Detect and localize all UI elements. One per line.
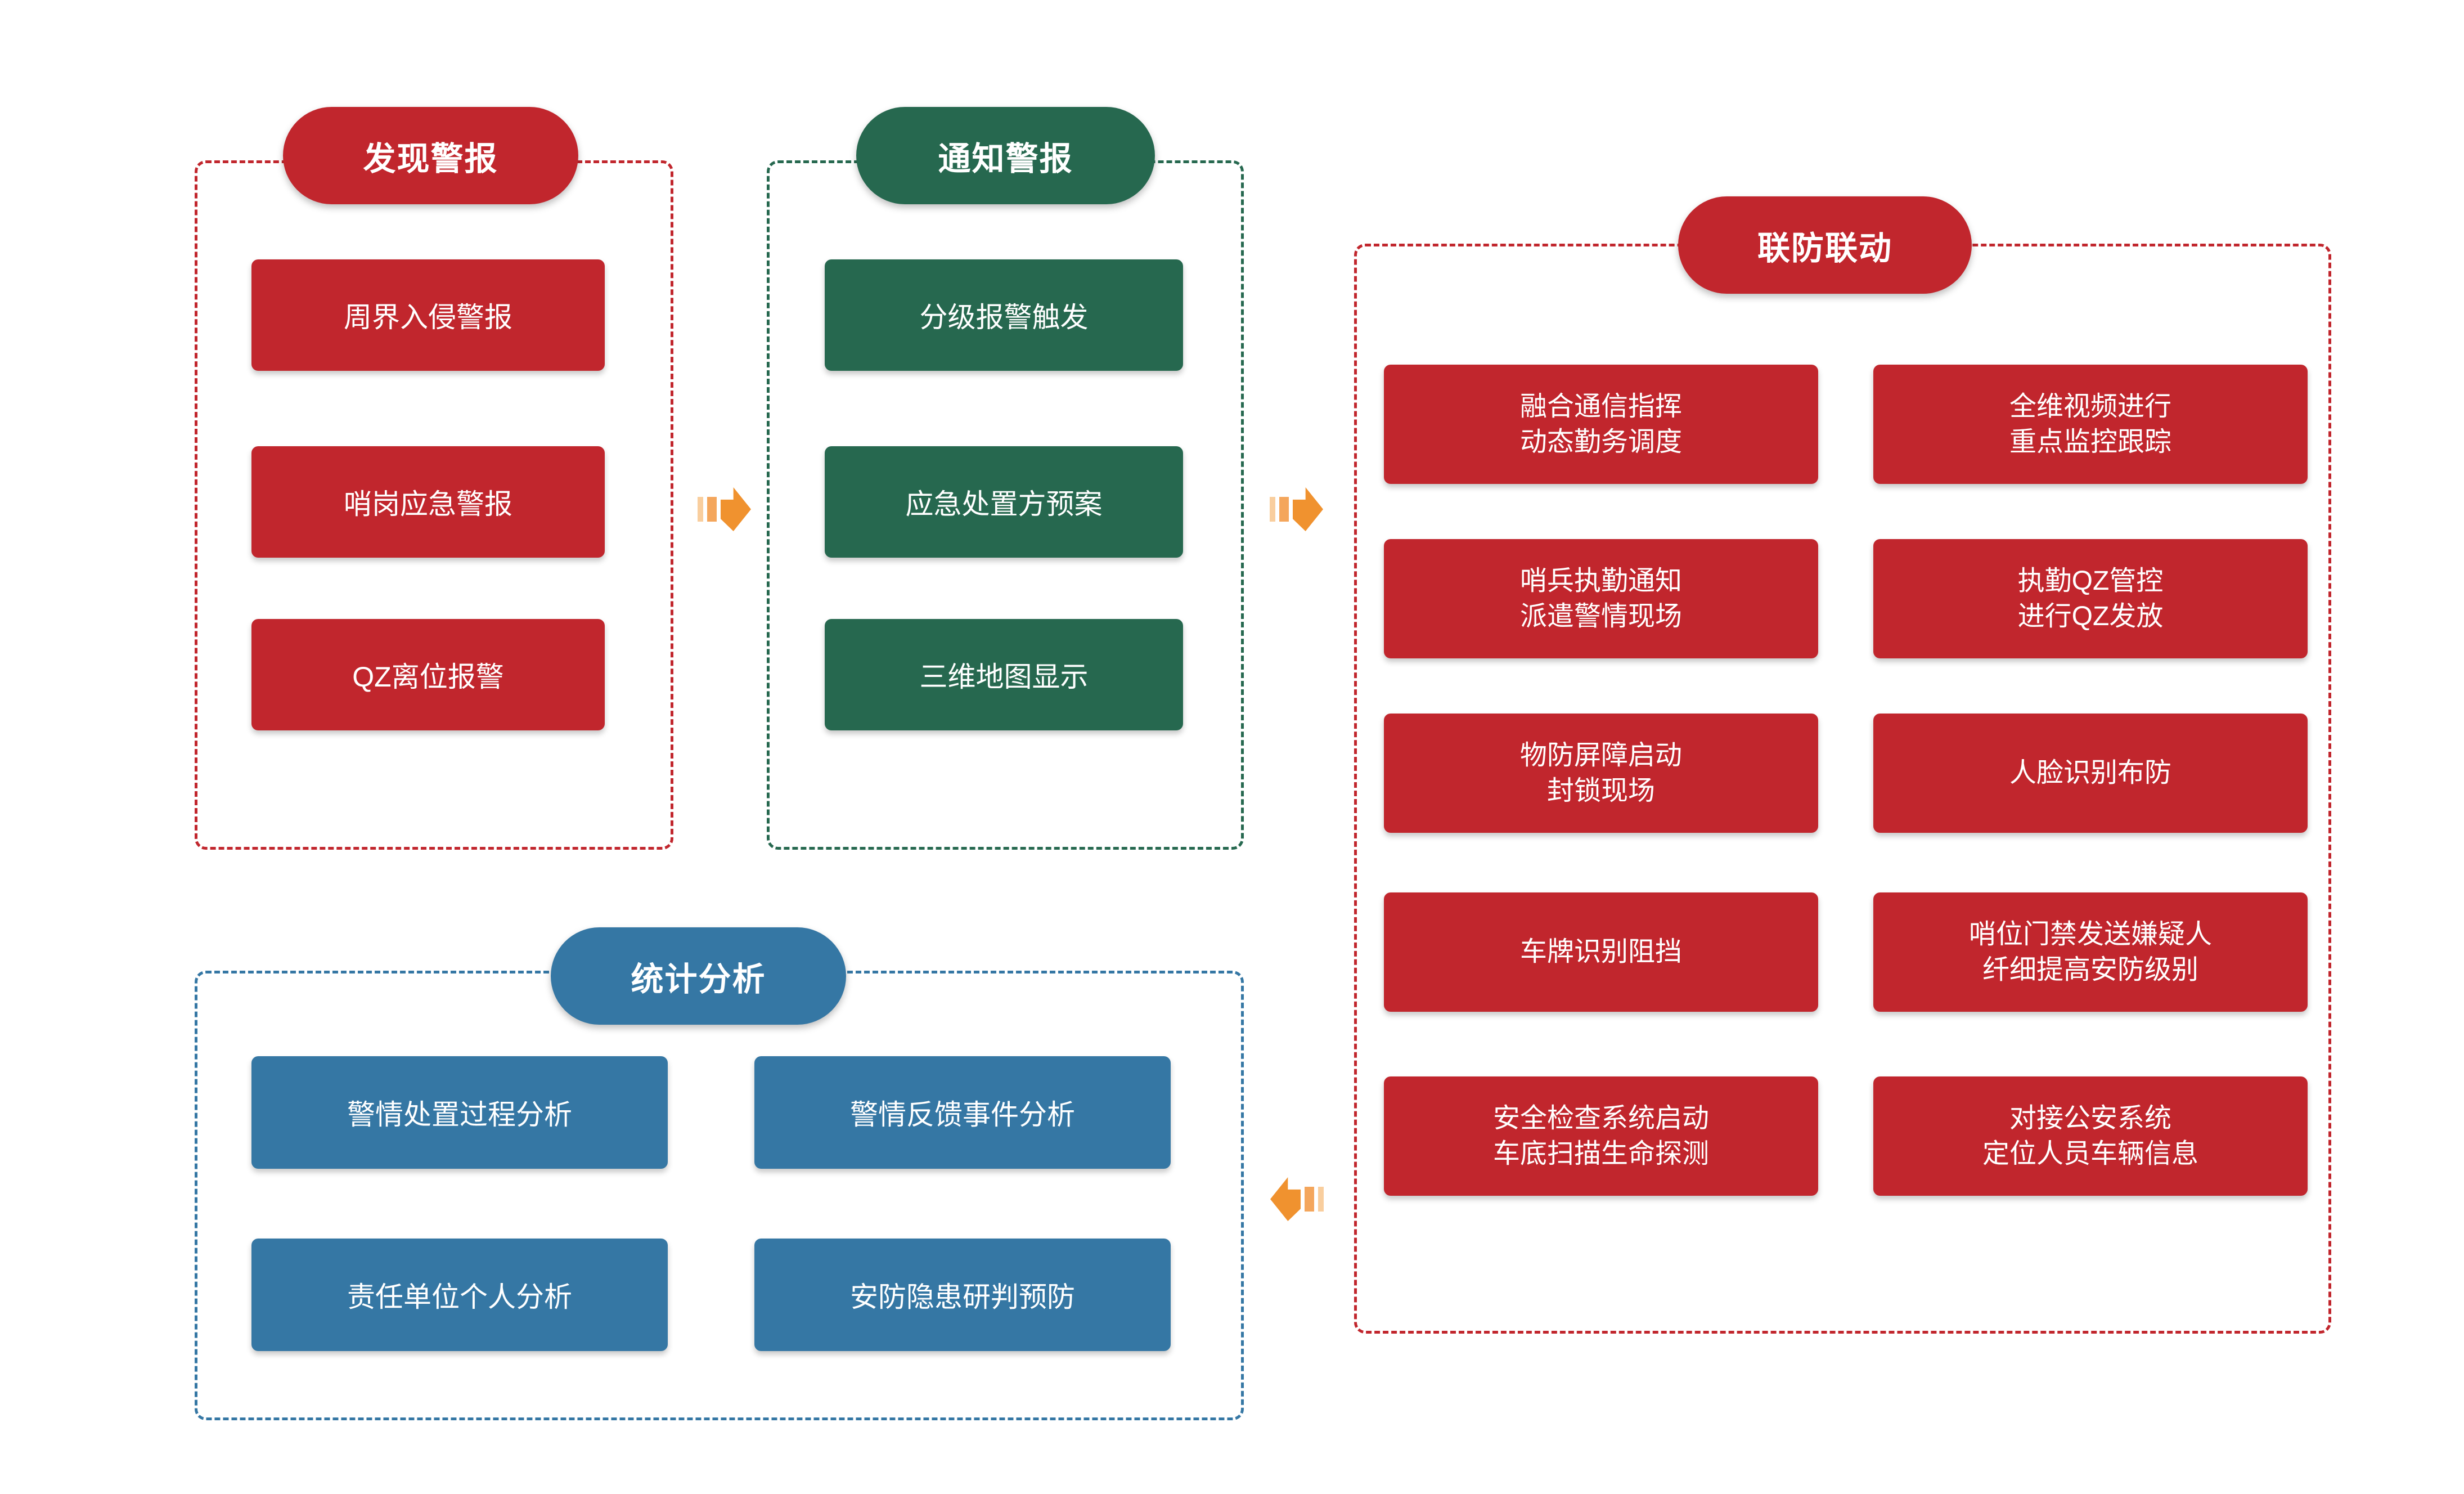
arrow-stripe [1318, 1187, 1324, 1212]
arrow-stripe [1279, 497, 1289, 522]
stats-section-frame [195, 971, 1244, 1420]
box-label-line: 融合通信指挥 [1519, 391, 1682, 421]
process-box-security-check-underbody-scan: 安全检查系统启动 车底扫描生命探测 [1384, 1076, 1818, 1196]
box-label-line: 全维视频进行 [2009, 391, 2171, 421]
box-label: 安防隐患研判预防 [850, 1281, 1075, 1313]
box-label-line: 纤细提高安防级别 [1982, 955, 2198, 985]
process-box-alarm-handling-process-analysis: 警情处置过程分析 [251, 1056, 668, 1169]
flow-arrow-right-icon [698, 487, 751, 531]
flow-arrow-right-icon [1270, 487, 1323, 531]
section-title-label: 联防联动 [1757, 230, 1892, 267]
discover-section-title: 发现警报 [283, 107, 578, 204]
box-label-line: 派遣警情现场 [1519, 602, 1682, 631]
box-label-line: 对接公安系统 [2009, 1103, 2171, 1133]
process-box-alarm-feedback-event-analysis: 警情反馈事件分析 [754, 1056, 1171, 1169]
process-box-sentry-duty-notify: 哨兵执勤通知 派遣警情现场 [1384, 539, 1818, 658]
process-box-physical-barrier-lockdown: 物防屏障启动 封锁现场 [1384, 714, 1818, 833]
notify-section-title: 通知警报 [856, 107, 1155, 204]
process-box-police-system-link: 对接公安系统 定位人员车辆信息 [1873, 1076, 2308, 1196]
process-box-fused-comms-command: 融合通信指挥 动态勤务调度 [1384, 365, 1818, 484]
box-label-line: 重点监控跟踪 [2009, 427, 2171, 457]
box-label: QZ离位报警 [352, 661, 504, 693]
arrow-stripe [698, 497, 703, 522]
arrow-stripe [707, 497, 717, 522]
arrow-stripe [1305, 1187, 1314, 1212]
process-box-face-recognition-deploy: 人脸识别布防 [1873, 714, 2308, 833]
process-box-emergency-response-plan: 应急处置方预案 [825, 446, 1183, 558]
section-title-label: 通知警报 [938, 140, 1073, 177]
joint-section-title: 联防联动 [1678, 196, 1972, 294]
process-box-sentry-access-suspect-alert: 哨位门禁发送嫌疑人 纤细提高安防级别 [1873, 892, 2308, 1012]
section-title-label: 统计分析 [631, 961, 766, 998]
box-label-line: 物防屏障启动 [1519, 740, 1682, 770]
box-label-line: 封锁现场 [1546, 776, 1655, 806]
process-box-graded-alarm-trigger: 分级报警触发 [825, 259, 1183, 371]
box-label-line: 哨位门禁发送嫌疑人 [1968, 919, 2212, 949]
box-label: 分级报警触发 [919, 302, 1089, 333]
arrow-head [1293, 487, 1323, 531]
process-box-plate-recognition-block: 车牌识别阻挡 [1384, 892, 1818, 1012]
process-box-responsible-unit-person-analysis: 责任单位个人分析 [251, 1239, 668, 1351]
box-label: 责任单位个人分析 [347, 1281, 572, 1313]
arrow-stripe [1270, 497, 1275, 522]
box-label: 应急处置方预案 [905, 488, 1103, 520]
stats-section-title: 统计分析 [551, 927, 846, 1025]
process-box-security-risk-assessment-prevention: 安防隐患研判预防 [754, 1239, 1171, 1351]
process-box-3d-map-display: 三维地图显示 [825, 619, 1183, 730]
box-label: 三维地图显示 [919, 661, 1089, 693]
box-label-line: 执勤QZ管控 [2017, 566, 2164, 596]
arrow-head [721, 487, 751, 531]
section-title-label: 发现警报 [363, 140, 498, 177]
box-label-line: 动态勤务调度 [1519, 427, 1682, 457]
box-label: 车牌识别阻挡 [1519, 937, 1682, 967]
box-label: 周界入侵警报 [344, 302, 512, 333]
process-box-panoramic-video-tracking: 全维视频进行 重点监控跟踪 [1873, 365, 2308, 484]
flow-arrow-left-icon [1270, 1177, 1324, 1221]
box-label: 哨岗应急警报 [344, 488, 512, 520]
box-label-line: 进行QZ发放 [2017, 602, 2164, 631]
box-label: 警情反馈事件分析 [850, 1099, 1075, 1130]
process-box-duty-qz-control-issue: 执勤QZ管控 进行QZ发放 [1873, 539, 2308, 658]
process-box-perimeter-intrusion-alarm: 周界入侵警报 [251, 259, 605, 371]
process-box-sentry-emergency-alarm: 哨岗应急警报 [251, 446, 605, 558]
box-label-line: 安全检查系统启动 [1492, 1103, 1709, 1133]
box-label-line: 哨兵执勤通知 [1519, 566, 1682, 596]
box-label-line: 定位人员车辆信息 [1982, 1139, 2198, 1169]
box-label: 人脸识别布防 [2009, 758, 2171, 788]
process-box-qz-offpost-alarm: QZ离位报警 [251, 619, 605, 730]
arrow-head [1270, 1177, 1301, 1221]
box-label: 警情处置过程分析 [347, 1099, 572, 1130]
box-label-line: 车底扫描生命探测 [1492, 1139, 1709, 1169]
